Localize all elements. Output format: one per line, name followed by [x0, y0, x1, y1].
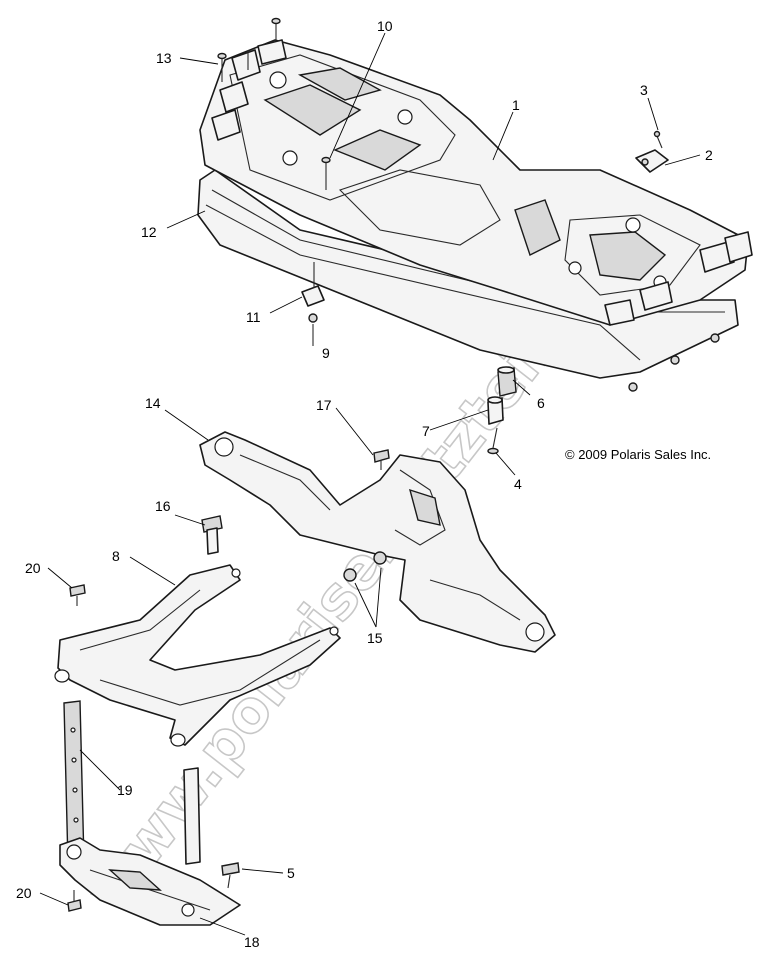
callout-3: 3: [640, 82, 648, 98]
screw-part-13: [217, 17, 281, 82]
bolt-part-20-lower: [67, 890, 82, 912]
callout-1: 1: [512, 97, 520, 113]
mount-bracket-part-14: [199, 431, 556, 653]
callout-2: 2: [705, 147, 713, 163]
callout-7: 7: [422, 423, 430, 439]
callout-14: 14: [145, 395, 161, 411]
bracket-part-11: [301, 262, 325, 307]
nut-part-15: [343, 568, 357, 582]
callout-20-upper: 20: [25, 560, 41, 576]
bolt-part-20-upper: [69, 584, 86, 606]
callout-6: 6: [537, 395, 545, 411]
callout-4: 4: [514, 476, 522, 492]
callout-15: 15: [367, 630, 383, 646]
bolt-part-17: [373, 449, 390, 470]
screw-part-10: [321, 156, 331, 190]
strap-part-19: [63, 700, 201, 865]
cargo-rack-part-1: [199, 39, 753, 326]
callout-19: 19: [117, 782, 133, 798]
nut-part-9: [308, 313, 318, 323]
callout-10: 10: [377, 18, 393, 34]
callout-5: 5: [287, 865, 295, 881]
callout-16: 16: [155, 498, 171, 514]
bolt-part-16: [201, 515, 223, 555]
screw-part-3: [653, 130, 663, 149]
nut: [710, 333, 720, 343]
spacer-part-7: [487, 396, 504, 425]
nut-part-15: [373, 551, 387, 565]
callout-9: 9: [322, 345, 330, 361]
callout-8: 8: [112, 548, 120, 564]
callout-20-lower: 20: [16, 885, 32, 901]
callout-12: 12: [141, 224, 157, 240]
callout-13: 13: [156, 50, 172, 66]
bolt-part-5: [221, 862, 240, 889]
callout-11: 11: [246, 309, 261, 325]
cross-bracket-part-18: [59, 837, 241, 926]
leader-lines: [39, 32, 701, 936]
callout-labels: 1 2 3 4 5 6 7 8 9 10 11 12 13 14 15 16 1…: [16, 18, 713, 950]
bushing-part-6: [497, 366, 517, 397]
lower-frame-part-8: [54, 564, 341, 747]
callout-18: 18: [244, 934, 260, 950]
bolt-part-4: [487, 427, 499, 455]
nut: [670, 355, 680, 365]
clip-part-2: [635, 149, 669, 173]
copyright-notice: © 2009 Polaris Sales Inc.: [565, 447, 711, 462]
callout-17: 17: [316, 397, 332, 413]
nut: [628, 382, 638, 392]
